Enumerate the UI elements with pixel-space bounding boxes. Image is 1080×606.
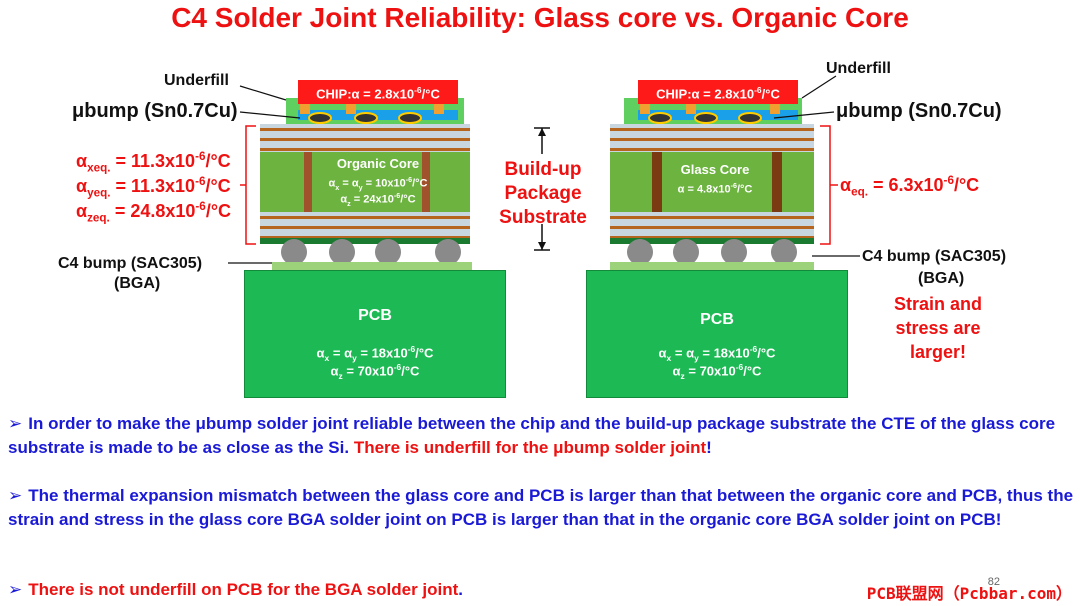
right-core-name: Glass Core: [680, 162, 750, 177]
bullet-arrow-icon: ➢: [8, 414, 23, 433]
right-underfill-label: Underfill: [826, 60, 891, 77]
right-pcb: [586, 270, 848, 398]
right-pcb-title: PCB: [700, 311, 734, 328]
right-bga-label: (BGA): [918, 270, 965, 287]
right-alpha-eq: αeq. = 6.3x10-6/°C: [840, 174, 980, 199]
page-title: C4 Solder Joint Reliability: Glass core …: [171, 2, 909, 33]
footer-watermark: PCB联盟网（Pcbbar.com）: [866, 584, 1072, 603]
right-package-cross-section: [610, 80, 838, 270]
left-pcb-title: PCB: [358, 307, 392, 324]
bullet-arrow-icon: ➢: [8, 580, 23, 599]
left-core-cte-z: αz = 24x10-6/°C: [340, 192, 416, 208]
left-alpha-xeq: αxeq. = 11.3x10-6/°C: [76, 150, 231, 175]
right-pcb-cte-xy: αx = αy = 18x10-6/°C: [658, 344, 776, 363]
left-pcb-cte-z: αz = 70x10-6/°C: [330, 362, 420, 381]
right-chip: CHIP:α = 2.8x10-6/°C: [638, 80, 798, 105]
left-alpha-yeq: αyeq. = 11.3x10-6/°C: [76, 175, 231, 200]
right-ubump-label: μbump (Sn0.7Cu): [836, 100, 1002, 122]
left-underfill-label: Underfill: [164, 72, 229, 89]
strain-callout: Strain and stress are larger!: [893, 294, 982, 362]
page-number: 82: [987, 576, 1000, 588]
center-substrate-label: Build-up Package Substrate: [499, 159, 587, 228]
left-bga-label: (BGA): [114, 275, 161, 292]
left-chip: CHIP:α = 2.8x10-6/°C: [298, 80, 458, 105]
bullet-arrow-icon: ➢: [8, 486, 23, 505]
left-core-name: Organic Core: [336, 156, 420, 171]
left-pcb: [244, 270, 506, 398]
right-pcb-cte-z: αz = 70x10-6/°C: [672, 362, 762, 381]
bullet-3: ➢There is not underfill on PCB for the B…: [8, 580, 464, 599]
left-pcb-cte-xy: αx = αy = 18x10-6/°C: [316, 344, 434, 363]
leader-lines: [228, 75, 860, 264]
bullet-2: ➢The thermal expansion mismatch between …: [8, 486, 1074, 529]
left-c4-label: C4 bump (SAC305): [58, 255, 203, 272]
left-core-cte-xy: αx = αy = 10x10-6/°C: [328, 176, 428, 192]
center-dimension-arrow: [534, 127, 550, 251]
left-ubump-label: μbump (Sn0.7Cu): [72, 100, 238, 122]
left-alpha-zeq: αzeq. = 24.8x10-6/°C: [76, 200, 232, 225]
bullet-1: ➢In order to make the μbump solder joint…: [8, 414, 1056, 457]
right-c4-label: C4 bump (SAC305): [862, 248, 1007, 265]
right-core-cte: α = 4.8x10-6/°C: [677, 182, 753, 196]
